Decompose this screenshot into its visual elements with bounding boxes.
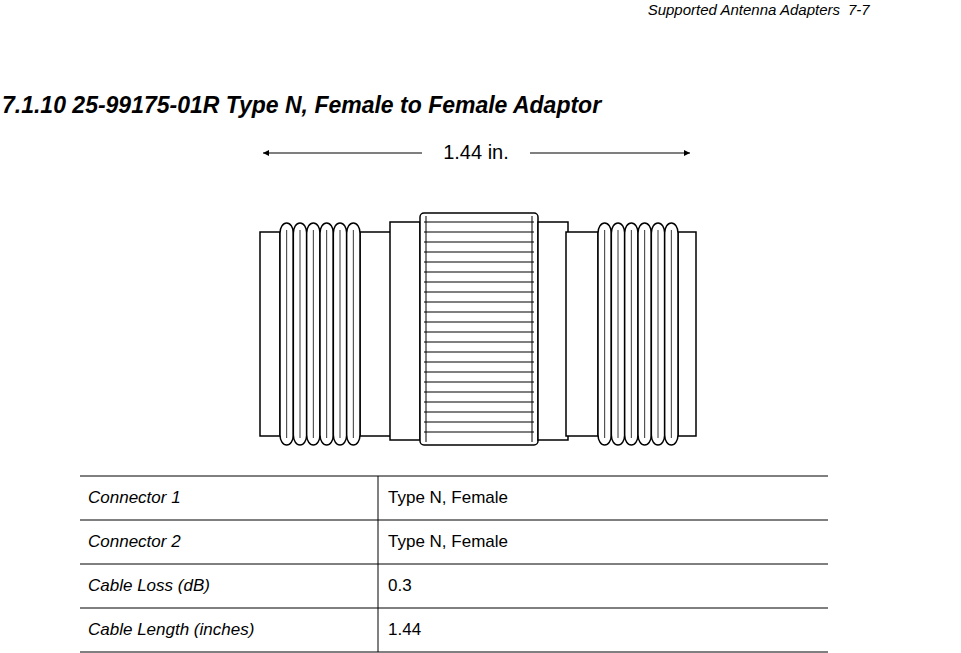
table-cell: Cable Length (inches) xyxy=(88,620,254,640)
adaptor-body xyxy=(260,213,696,445)
dimension: 1.44 in. xyxy=(443,141,509,164)
page-header: Supported Antenna Adapters xyxy=(648,1,840,18)
table-cell: 1.44 xyxy=(388,620,421,640)
table-cell: Cable Loss (dB) xyxy=(88,576,210,596)
page-number: 7-7 xyxy=(848,1,870,18)
table-cell: Connector 2 xyxy=(88,532,181,552)
section-title: 7.1.10 25-99175-01R Type N, Female to Fe… xyxy=(2,92,601,118)
table-cell: 0.3 xyxy=(388,576,412,596)
table-cell: Type N, Female xyxy=(388,532,508,552)
table-cell: Connector 1 xyxy=(88,488,181,508)
table-cell: Type N, Female xyxy=(388,488,508,508)
table-rules xyxy=(80,476,828,652)
